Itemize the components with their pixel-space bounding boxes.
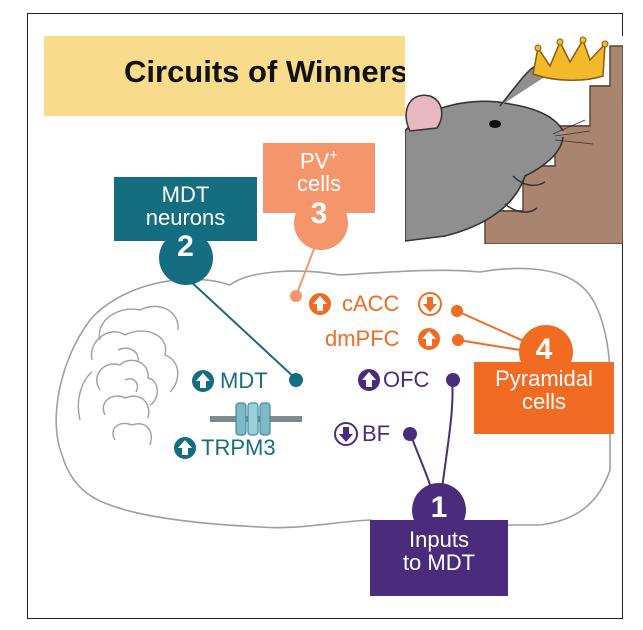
page-title: Circuits of Winners <box>124 54 408 89</box>
bf-dot <box>403 427 417 441</box>
mdt-neurons-box-shape <box>114 177 257 285</box>
cacc-dot <box>451 305 463 317</box>
ofc-label: OFC <box>383 367 430 392</box>
ion-channel-icon <box>210 402 302 436</box>
pyramidal-line2: cells <box>521 388 566 414</box>
inputs-number: 1 <box>430 491 448 524</box>
cacc-label: cACC <box>342 291 400 316</box>
ofc-up-arrow-icon <box>358 369 380 391</box>
inputs-to-mdt-box: 1 Inputs to MDT <box>370 492 508 574</box>
pyramidal-connector-dmpfc <box>457 339 521 351</box>
inputs-line2: to MDT <box>402 549 476 575</box>
pv-cells-line2: cells <box>296 171 341 197</box>
pyramidal-line1: Pyramidal <box>495 365 593 391</box>
pv-cells-box: PV+ cells 3 <box>263 148 375 229</box>
pv-cells-superscript: + <box>329 147 339 164</box>
mdt-neurons-line1: MDT <box>161 182 210 207</box>
dmpfc-up-arrow-icon <box>418 328 440 350</box>
mouse-on-stairs-illustration <box>405 36 623 244</box>
pyramidal-number: 4 <box>535 333 553 366</box>
pv-cells-line1: PV <box>299 148 330 174</box>
bf-label: BF <box>362 421 391 446</box>
mdt-neurons-number: 2 <box>177 230 194 264</box>
cerebellum-folds <box>77 305 179 446</box>
mdt-neurons-line2: neurons <box>145 205 226 231</box>
mdt-label: MDT <box>220 368 268 393</box>
crown-icon <box>532 36 609 82</box>
pv-up-arrow-icon <box>309 293 331 315</box>
inputs-box-shape <box>370 483 508 596</box>
pyramidal-cells-box: 4 Pyramidal cells <box>474 334 614 413</box>
trpm3-up-arrow-icon <box>174 437 196 459</box>
pv-cells-line1-wrap: PV+ <box>263 147 375 174</box>
pv-dot <box>290 290 302 302</box>
mdt-up-arrow-icon <box>192 370 214 392</box>
mdt-dot <box>289 373 303 387</box>
inputs-line1: Inputs <box>409 526 469 552</box>
cacc-down-arrow-icon <box>418 292 442 316</box>
bf-down-arrow-icon <box>334 422 358 446</box>
ofc-dot <box>446 373 460 387</box>
pv-cells-number: 3 <box>310 196 328 230</box>
mdt-neurons-connector <box>186 277 297 380</box>
mdt-neurons-box: MDT neurons 2 <box>114 183 257 263</box>
pv-box-shape <box>263 143 375 250</box>
pyramidal-box-shape <box>474 325 614 434</box>
trpm3-label: TRPM3 <box>201 435 276 460</box>
dmpfc-dot <box>452 334 464 346</box>
dmpfc-label: dmPFC <box>325 326 400 351</box>
